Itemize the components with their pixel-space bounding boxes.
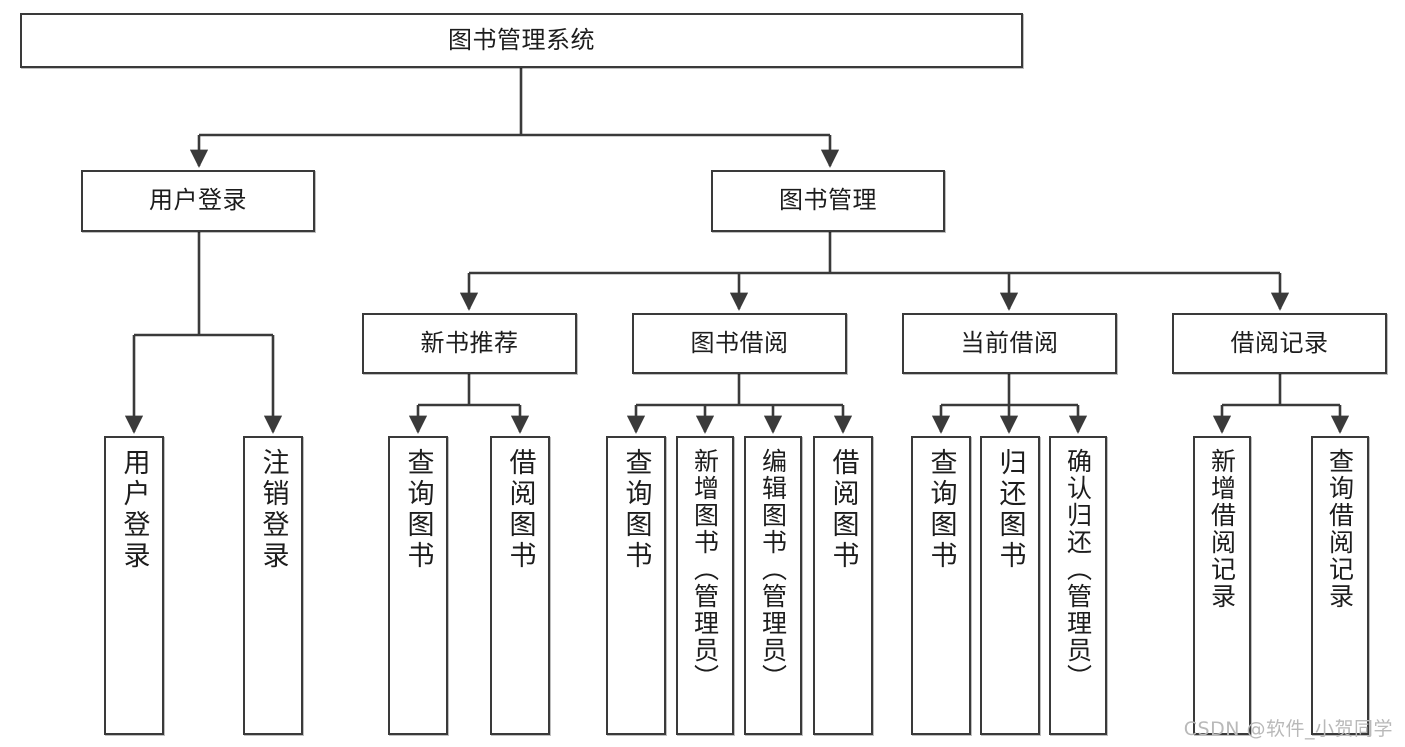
- node-borrow-record-label: 借阅记录: [1230, 328, 1329, 357]
- node-new-book-recommend[interactable]: 新书推荐: [362, 313, 577, 374]
- leaf-label: 编辑图书（管理员）: [758, 448, 788, 691]
- leaf-borrow-record-query[interactable]: 查询借阅记录: [1311, 436, 1369, 735]
- leaf-label: 查询借阅记录: [1325, 448, 1355, 610]
- node-user-login-label: 用户登录: [149, 186, 247, 215]
- node-current-borrow-label: 当前借阅: [960, 328, 1059, 357]
- leaf-new-book-query[interactable]: 查询图书: [388, 436, 448, 735]
- leaf-book-borrow-borrow[interactable]: 借阅图书: [813, 436, 873, 735]
- node-current-borrow[interactable]: 当前借阅: [902, 313, 1117, 374]
- leaf-new-book-borrow[interactable]: 借阅图书: [490, 436, 550, 735]
- leaf-book-borrow-add-admin[interactable]: 新增图书（管理员）: [676, 436, 734, 735]
- leaf-book-borrow-query[interactable]: 查询图书: [606, 436, 666, 735]
- leaf-label: 新增借阅记录: [1207, 448, 1237, 610]
- leaf-label: 新增图书（管理员）: [690, 448, 720, 691]
- leaf-user-login-signout[interactable]: 注销登录: [243, 436, 303, 735]
- node-user-login[interactable]: 用户登录: [81, 170, 315, 232]
- leaf-label: 归还图书: [994, 448, 1026, 572]
- leaf-label: 查询图书: [402, 448, 434, 572]
- leaf-user-login-signin[interactable]: 用户登录: [104, 436, 164, 735]
- leaf-label: 借阅图书: [827, 448, 859, 572]
- leaf-label: 确认归还（管理员）: [1063, 448, 1093, 691]
- leaf-current-borrow-confirm-admin[interactable]: 确认归还（管理员）: [1049, 436, 1107, 735]
- node-book-borrow[interactable]: 图书借阅: [632, 313, 847, 374]
- node-borrow-record[interactable]: 借阅记录: [1172, 313, 1387, 374]
- csdn-watermark: CSDN @软件_小贺同学: [1183, 718, 1393, 740]
- leaf-label: 借阅图书: [504, 448, 536, 572]
- leaf-label: 查询图书: [925, 448, 957, 572]
- leaf-current-borrow-query[interactable]: 查询图书: [911, 436, 971, 735]
- leaf-label: 用户登录: [118, 448, 150, 572]
- leaf-book-borrow-edit-admin[interactable]: 编辑图书（管理员）: [744, 436, 802, 735]
- node-book-management[interactable]: 图书管理: [711, 170, 945, 232]
- node-book-borrow-label: 图书借阅: [690, 328, 789, 357]
- node-book-management-label: 图书管理: [779, 186, 877, 215]
- leaf-label: 查询图书: [620, 448, 652, 572]
- leaf-borrow-record-add[interactable]: 新增借阅记录: [1193, 436, 1251, 735]
- node-new-book-recommend-label: 新书推荐: [420, 328, 519, 357]
- node-root-label: 图书管理系统: [448, 25, 595, 54]
- leaf-current-borrow-return[interactable]: 归还图书: [980, 436, 1040, 735]
- leaf-label: 注销登录: [257, 448, 289, 572]
- node-root[interactable]: 图书管理系统: [20, 13, 1023, 68]
